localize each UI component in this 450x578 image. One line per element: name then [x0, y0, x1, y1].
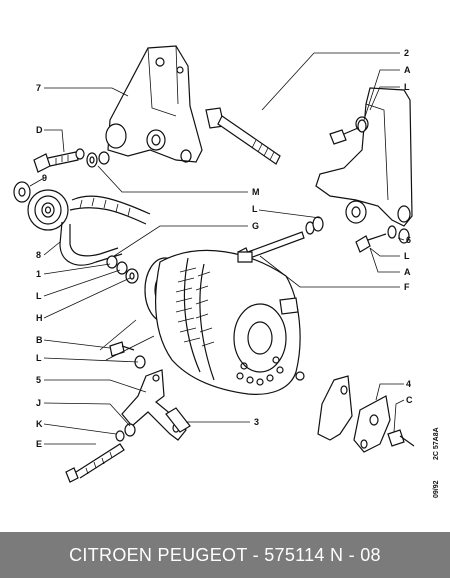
bolt-E-washers	[65, 423, 136, 483]
bracket-4	[317, 375, 415, 453]
callout-labels: 7 2 A L D 9 M L G 6 8 L A 1 F L H B L 5 …	[36, 48, 413, 449]
stud-2	[205, 107, 281, 165]
lower-bracket-5	[109, 341, 191, 441]
callout-L-top: L	[404, 82, 410, 92]
upper-bracket-7	[105, 45, 203, 163]
callout-L-right: L	[404, 251, 410, 261]
footer-caption: CITROEN PEUGEOT - 575114 N - 08	[69, 544, 381, 565]
bolt-D	[33, 148, 110, 173]
alternator	[144, 249, 305, 395]
washers-left	[106, 255, 139, 284]
callout-L-left: L	[36, 291, 42, 301]
callout-K: K	[36, 419, 43, 429]
callout-J: J	[36, 398, 41, 408]
callout-C: C	[406, 395, 413, 405]
leader-lines	[29, 52, 405, 445]
belt-8	[59, 195, 151, 266]
exploded-parts-diagram: 7 2 A L D 9 M L G 6 8 L A 1 F L H B L 5 …	[13, 45, 440, 498]
side-code: 2C 57A8A	[433, 427, 440, 460]
callout-1: 1	[36, 269, 41, 279]
callout-5: 5	[36, 375, 41, 385]
right-bracket	[315, 87, 413, 227]
callout-G: G	[252, 221, 259, 231]
callout-4: 4	[406, 379, 411, 389]
side-date: 09/92	[433, 480, 440, 498]
callout-7: 7	[36, 83, 41, 93]
callout-9: 9	[42, 173, 47, 183]
callout-A-right: A	[404, 267, 411, 277]
pulley-9	[13, 181, 69, 231]
callout-L-mid: L	[252, 204, 258, 214]
callout-E: E	[36, 439, 42, 449]
callout-D: D	[36, 125, 43, 135]
callout-L-lower: L	[36, 353, 42, 363]
callout-8: 8	[36, 250, 41, 260]
callout-A-top: A	[404, 65, 411, 75]
callout-M: M	[252, 187, 260, 197]
bolt-washer-A-top	[329, 119, 367, 145]
callout-2: 2	[404, 48, 409, 58]
callout-F: F	[404, 282, 410, 292]
bolts-right	[355, 225, 410, 253]
footer-bar: CITROEN PEUGEOT - 575114 N - 08	[0, 532, 450, 578]
callout-6: 6	[406, 235, 411, 245]
callout-H: H	[36, 313, 43, 323]
callout-3: 3	[254, 417, 259, 427]
callout-B: B	[36, 335, 43, 345]
